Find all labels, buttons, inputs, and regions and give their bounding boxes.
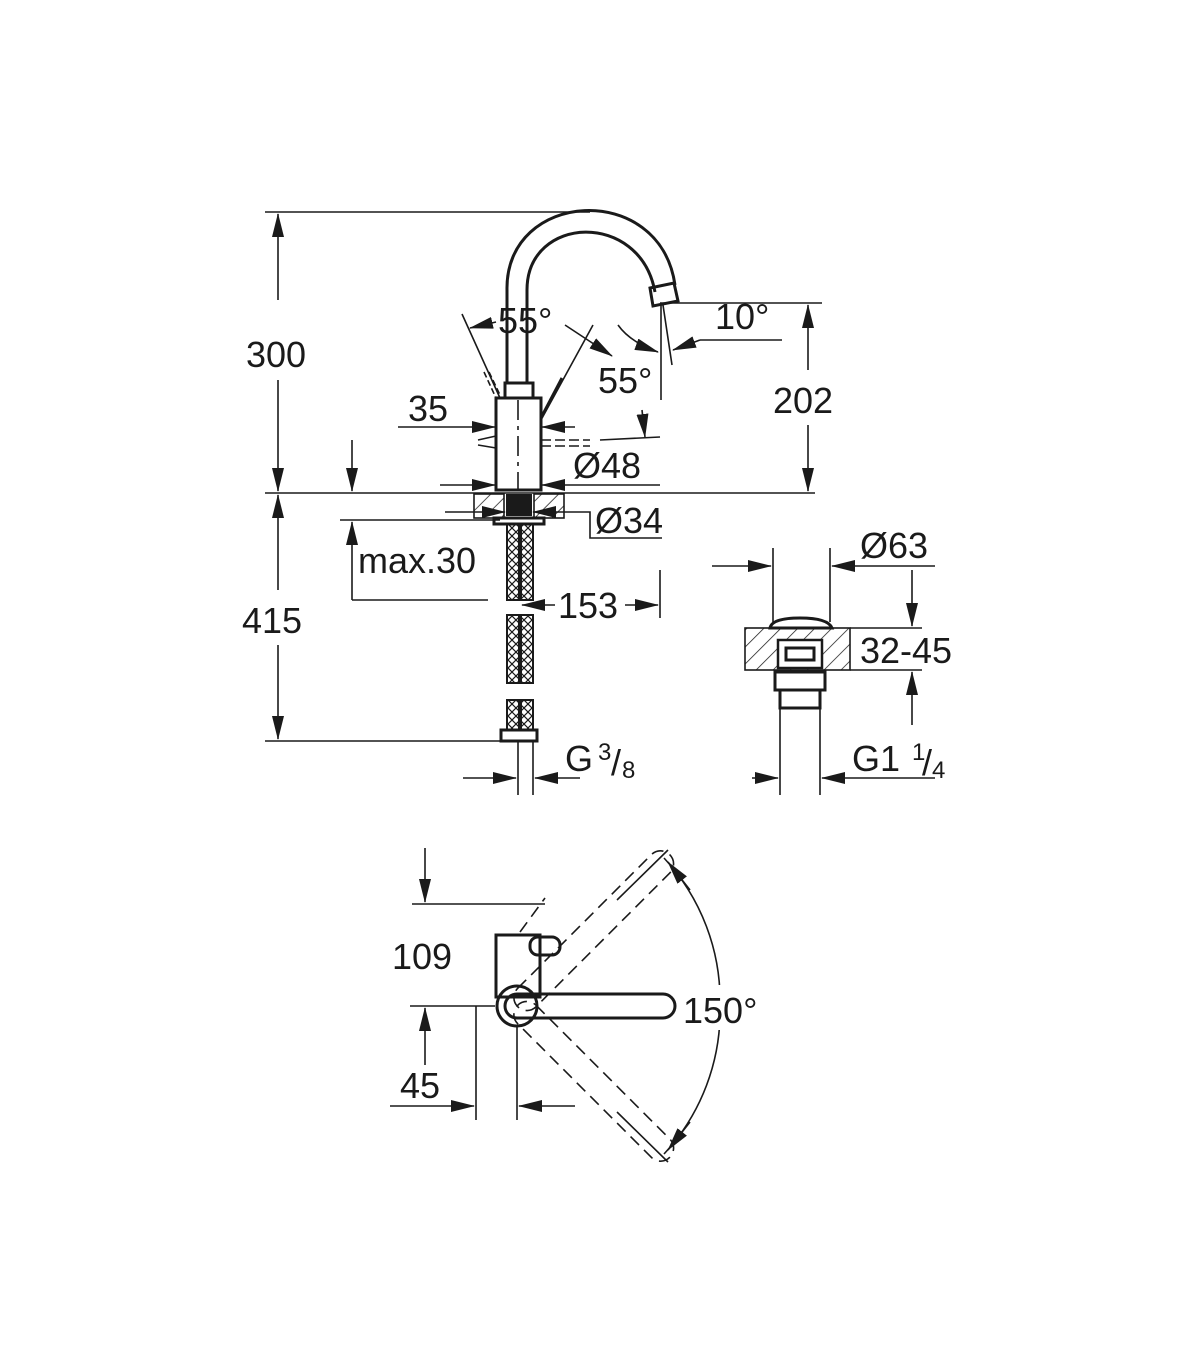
label-g114: G1	[852, 738, 900, 779]
top-view: 109 45 150°	[390, 848, 775, 1163]
label-32-45: 32-45	[860, 630, 952, 671]
label-202: 202	[773, 380, 833, 421]
fraction-slash-2: /	[922, 742, 932, 783]
label-g114-den: 4	[932, 757, 945, 784]
label-g114-num: 1	[912, 739, 925, 766]
label-150: 150°	[683, 990, 757, 1031]
dimension-300: 300	[246, 213, 306, 492]
dimension-415: 415	[242, 494, 302, 740]
label-109: 109	[392, 936, 452, 977]
side-view: 300 415 55° 55°	[242, 209, 833, 795]
label-d34: Ø34	[595, 500, 663, 541]
label-d63: Ø63	[860, 525, 928, 566]
label-g38: G	[565, 738, 593, 779]
label-max30: max.30	[358, 540, 476, 581]
fraction-slash: /	[611, 742, 621, 783]
label-153: 153	[558, 585, 618, 626]
label-300: 300	[246, 334, 306, 375]
label-45: 45	[400, 1065, 440, 1106]
drain-view: Ø63 32-45 G1 1 / 4	[712, 525, 952, 795]
label-415: 415	[242, 600, 302, 641]
label-g38-num: 3	[598, 739, 611, 766]
label-10: 10°	[715, 296, 769, 337]
label-55-left: 55°	[498, 300, 552, 341]
label-35: 35	[408, 388, 448, 429]
label-d48: Ø48	[573, 445, 641, 486]
faucet-body	[477, 209, 680, 492]
label-55-right: 55°	[598, 360, 652, 401]
label-g38-den: 8	[622, 757, 635, 784]
supply-hoses	[499, 523, 539, 743]
